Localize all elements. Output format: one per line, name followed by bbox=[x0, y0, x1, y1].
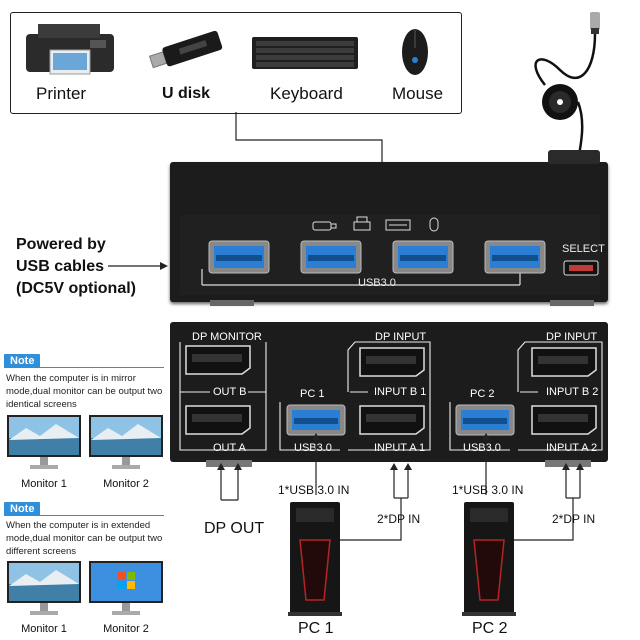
usb-panel-label-2: USB3.0 bbox=[463, 442, 501, 454]
usb-port-2[interactable] bbox=[300, 240, 362, 274]
monitor-caption-2a: Monitor 1 bbox=[21, 623, 67, 635]
note-tag-1: Note bbox=[4, 354, 41, 368]
pc2-panel-label: PC 2 bbox=[470, 388, 495, 400]
input-b2-label: INPUT B 2 bbox=[546, 386, 599, 398]
dp-port-input-b2[interactable] bbox=[530, 346, 598, 378]
back-port-panel bbox=[179, 341, 603, 451]
monitor-mirror-1 bbox=[7, 415, 81, 469]
dp-port-out-a[interactable] bbox=[184, 404, 252, 436]
dp-port-input-a1[interactable] bbox=[358, 404, 426, 436]
device-foot bbox=[550, 300, 594, 306]
pc1-panel-label: PC 1 bbox=[300, 388, 325, 400]
printer-label: Printer bbox=[36, 84, 87, 103]
power-arrow bbox=[108, 262, 168, 270]
monitor-mirror-2 bbox=[89, 415, 163, 469]
usb-panel-label-1: USB3.0 bbox=[294, 442, 332, 454]
note-tag-2: Note bbox=[4, 502, 41, 516]
udisk-label: U disk bbox=[162, 85, 211, 102]
udisk-port-icon bbox=[312, 221, 337, 231]
note-text-2: When the computer is in extended mode,du… bbox=[6, 520, 163, 557]
select-knob[interactable] bbox=[548, 150, 600, 164]
note-divider-2 bbox=[4, 515, 164, 516]
usb-in-label-2: 1*USB 3.0 IN bbox=[452, 483, 524, 497]
monitor-caption-1b: Monitor 2 bbox=[103, 478, 149, 490]
note-divider-1 bbox=[4, 367, 164, 368]
power-note-line2: USB cables bbox=[16, 258, 105, 275]
usb-port-4[interactable] bbox=[484, 240, 546, 274]
usb-in-label-1: 1*USB 3.0 IN bbox=[278, 483, 350, 497]
select-port-icon[interactable] bbox=[563, 260, 599, 276]
power-note-line3: (DC5V optional) bbox=[16, 280, 136, 297]
dp-port-input-b1[interactable] bbox=[358, 346, 426, 378]
keyboard-port-icon bbox=[385, 219, 411, 231]
power-note-line1: Powered by bbox=[16, 236, 106, 253]
usb-port-3[interactable] bbox=[392, 240, 454, 274]
pc1-label: PC 1 bbox=[298, 620, 334, 637]
usb-port-1[interactable] bbox=[208, 240, 270, 274]
udisk-icon bbox=[148, 30, 223, 69]
dp-port-input-a2[interactable] bbox=[530, 404, 598, 436]
usb-port-pc1[interactable] bbox=[286, 404, 346, 436]
dp-input-label-1: DP INPUT bbox=[375, 331, 427, 343]
dp-monitor-label: DP MONITOR bbox=[192, 331, 262, 343]
out-b-label: OUT B bbox=[213, 386, 247, 398]
monitor-caption-1a: Monitor 1 bbox=[21, 478, 67, 490]
device-foot bbox=[545, 460, 591, 467]
pc1-tower-icon bbox=[288, 502, 342, 616]
mouse-port-icon bbox=[429, 217, 439, 232]
input-a1-label: INPUT A 1 bbox=[374, 442, 426, 454]
select-label: SELECT bbox=[562, 243, 605, 255]
pc2-tower-icon bbox=[462, 502, 516, 616]
device-foot bbox=[206, 460, 252, 467]
dp-out-label: DP OUT bbox=[204, 520, 265, 537]
mouse-label: Mouse bbox=[392, 84, 444, 103]
monitor-extended-1 bbox=[7, 561, 81, 615]
monitor-extended-2 bbox=[89, 561, 163, 615]
dp-port-out-b[interactable] bbox=[184, 344, 252, 376]
note-text-1: When the computer is in mirror mode,dual… bbox=[6, 373, 163, 410]
keyboard-icon bbox=[252, 37, 358, 69]
dp-in-label-1: 2*DP IN bbox=[377, 512, 421, 526]
remote-switch-cable bbox=[534, 12, 600, 161]
dp-input-label-2: DP INPUT bbox=[546, 331, 598, 343]
input-b1-label: INPUT B 1 bbox=[374, 386, 427, 398]
printer-icon bbox=[26, 24, 114, 75]
front-usb-label: USB3.0 bbox=[358, 277, 396, 289]
device-foot bbox=[210, 300, 254, 306]
mouse-icon bbox=[402, 29, 428, 75]
out-a-label: OUT A bbox=[213, 442, 246, 454]
input-a2-label: INPUT A 2 bbox=[546, 442, 598, 454]
printer-port-icon bbox=[353, 216, 371, 231]
keyboard-label: Keyboard bbox=[270, 84, 343, 103]
monitor-caption-2b: Monitor 2 bbox=[103, 623, 149, 635]
dp-in-label-2: 2*DP IN bbox=[552, 512, 596, 526]
pc2-label: PC 2 bbox=[472, 620, 508, 637]
